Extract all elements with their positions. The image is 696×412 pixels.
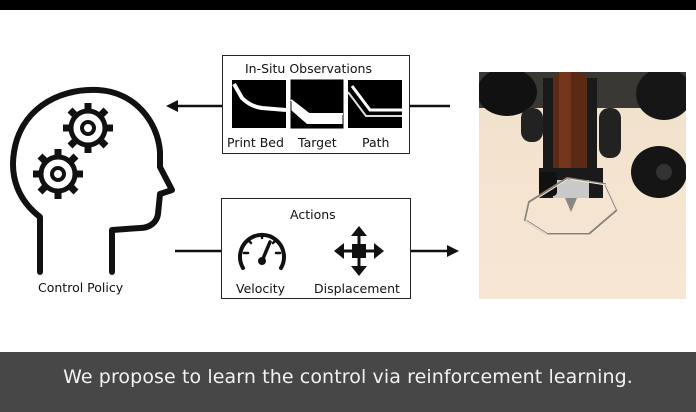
print-bed-thumbnail xyxy=(232,80,287,128)
line-photo-to-observations xyxy=(410,104,450,108)
top-letterbox-bar xyxy=(0,0,696,10)
target-label: Target xyxy=(298,135,337,150)
arrow-actions-to-photo xyxy=(411,245,459,257)
four-way-arrows-icon xyxy=(334,226,384,276)
path-thumbnail xyxy=(347,80,402,128)
line-policy-to-actions xyxy=(175,249,221,253)
speedometer-icon xyxy=(238,232,286,270)
displacement-label: Displacement xyxy=(314,281,400,296)
gear-icon xyxy=(63,103,113,153)
print-bed-label: Print Bed xyxy=(227,135,284,150)
printer-nozzle-photo xyxy=(479,72,686,299)
head-with-gears-icon xyxy=(10,86,175,275)
control-policy-label: Control Policy xyxy=(38,280,124,295)
observations-title: In-Situ Observations xyxy=(245,61,372,76)
gear-icon xyxy=(33,149,83,199)
caption-bar xyxy=(0,352,696,412)
velocity-label: Velocity xyxy=(236,281,286,296)
caption-text: We propose to learn the control via rein… xyxy=(63,366,633,388)
actions-title: Actions xyxy=(290,207,336,222)
target-thumbnail xyxy=(290,79,344,129)
path-label: Path xyxy=(362,135,390,150)
arrow-observations-to-policy xyxy=(166,100,222,112)
